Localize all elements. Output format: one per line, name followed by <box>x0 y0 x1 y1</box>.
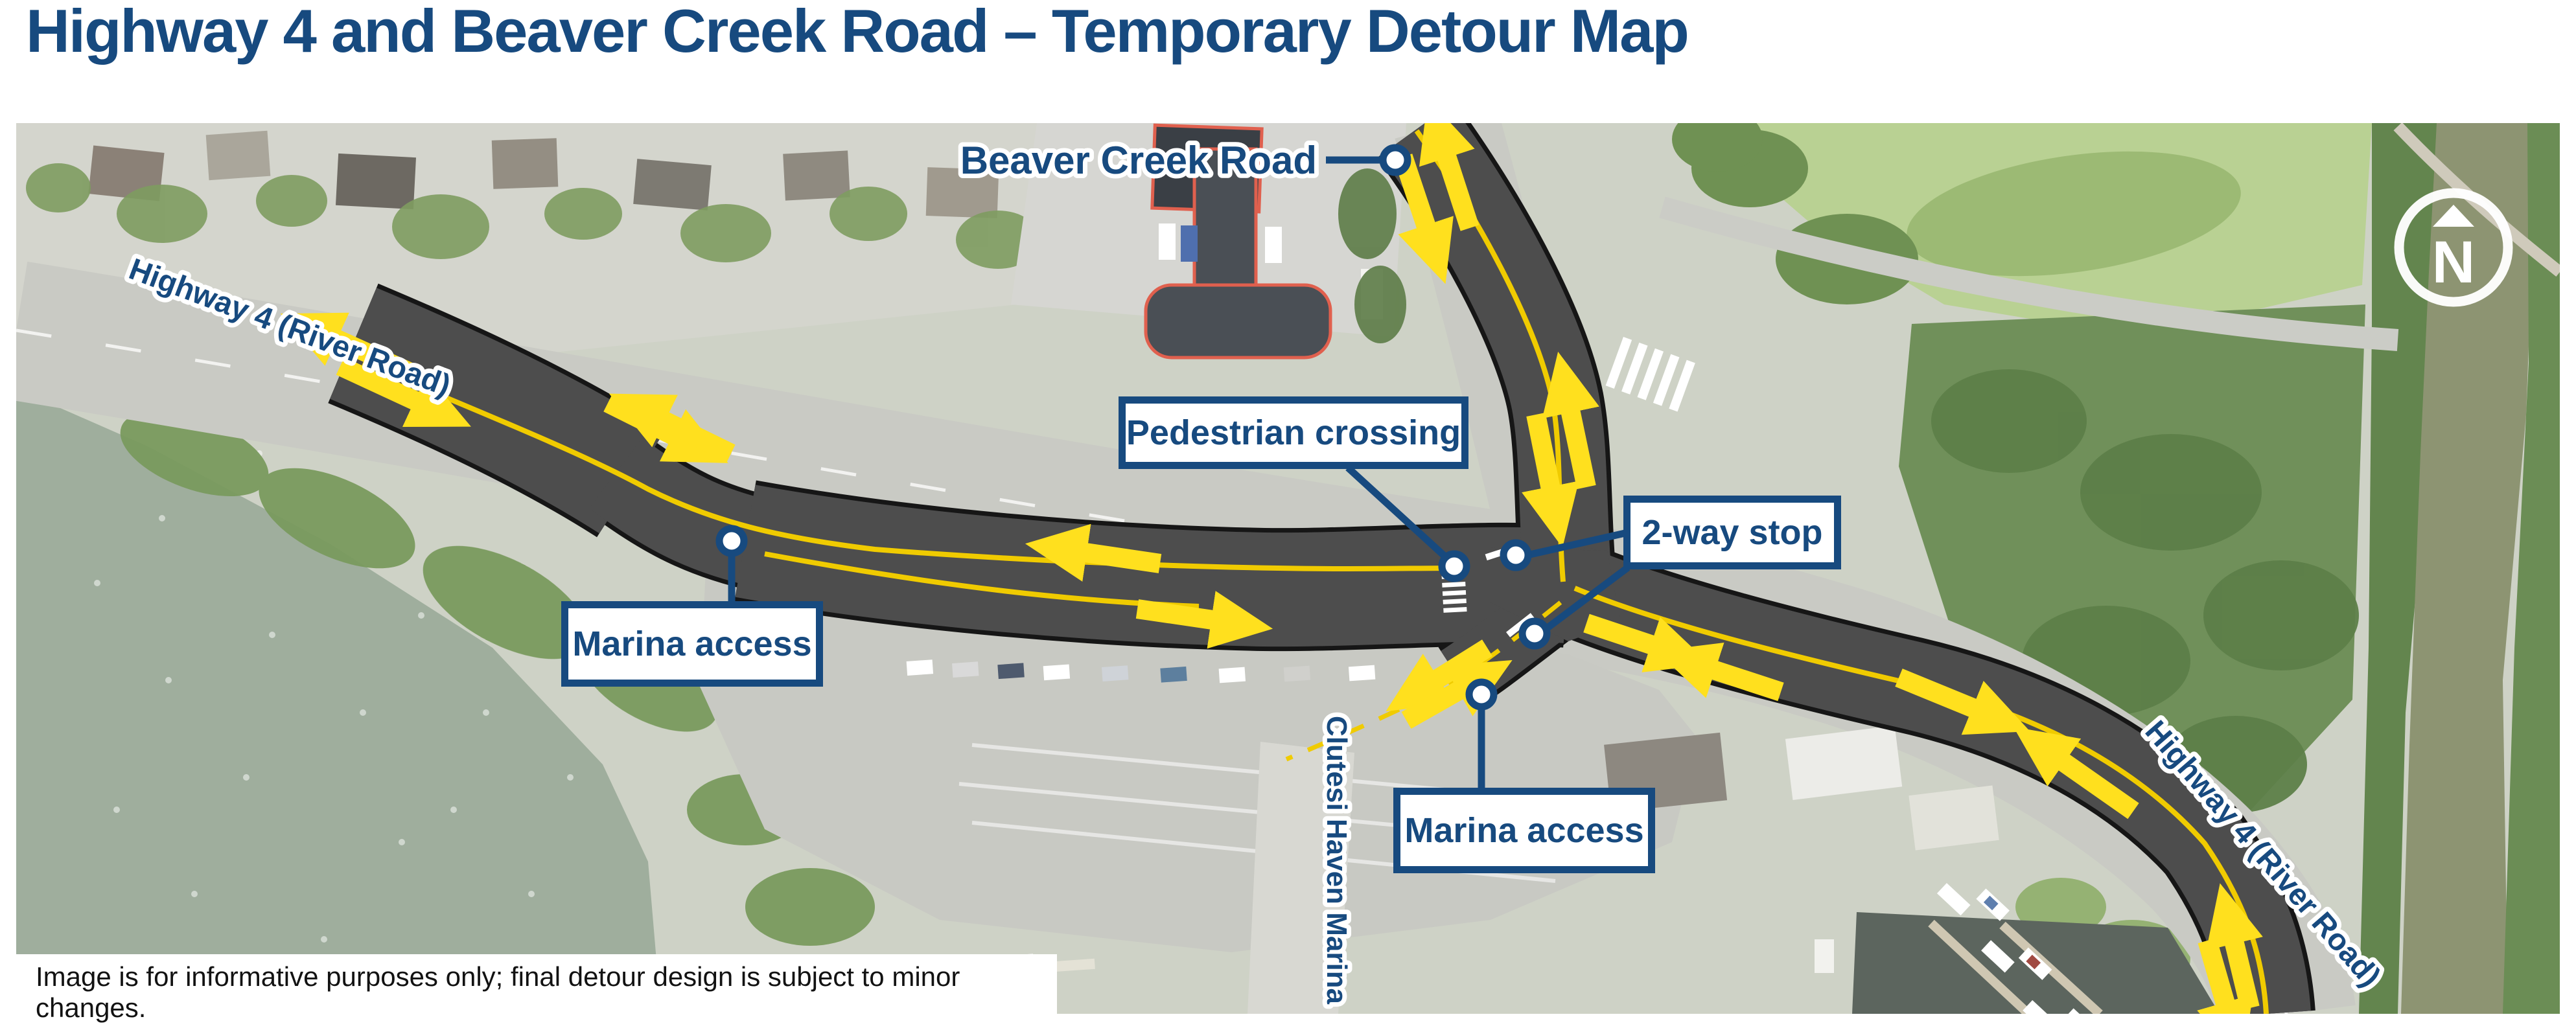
callout-marina-access-south-label: Marina access <box>1404 811 1644 850</box>
page-title: Highway 4 and Beaver Creek Road – Tempor… <box>26 0 1689 65</box>
callout-two-way-stop-label: 2-way stop <box>1642 513 1823 552</box>
marker-beaver-creek-road <box>1379 144 1411 176</box>
marker-marina-access-west <box>715 525 748 557</box>
north-arrow-icon <box>2433 205 2474 227</box>
callout-pedestrian-crossing-label: Pedestrian crossing <box>1126 413 1461 452</box>
callout-marina-access-west: Marina access <box>561 601 823 687</box>
callout-marina-access-south: Marina access <box>1393 788 1655 873</box>
road-label-beaver-creek: Beaver Creek Road <box>960 139 1317 182</box>
compass-letter: N <box>2432 229 2475 295</box>
north-compass: N <box>2394 188 2513 307</box>
marker-marina-access-south <box>1465 678 1498 711</box>
marker-two-way-stop-north <box>1500 539 1532 571</box>
disclaimer-note: Image is for informative purposes only; … <box>16 954 1057 1030</box>
road-label-clutesi-haven-marina: Clutesi Haven Marina <box>1321 716 1352 1005</box>
map-area: Beaver Creek Road Highway 4 (River Road)… <box>16 123 2560 1030</box>
location-markers <box>715 144 1551 711</box>
callout-marina-access-west-label: Marina access <box>572 624 812 663</box>
callout-two-way-stop: 2-way stop <box>1623 496 1841 569</box>
marker-two-way-stop-south <box>1518 617 1551 650</box>
aerial-map-canvas: Beaver Creek Road Highway 4 (River Road)… <box>16 123 2560 1014</box>
callout-leader-lines <box>728 156 1630 792</box>
marker-pedestrian-crossing <box>1438 550 1470 582</box>
callout-pedestrian-crossing: Pedestrian crossing <box>1119 396 1468 469</box>
disclaimer-text: Image is for informative purposes only; … <box>36 961 960 1023</box>
